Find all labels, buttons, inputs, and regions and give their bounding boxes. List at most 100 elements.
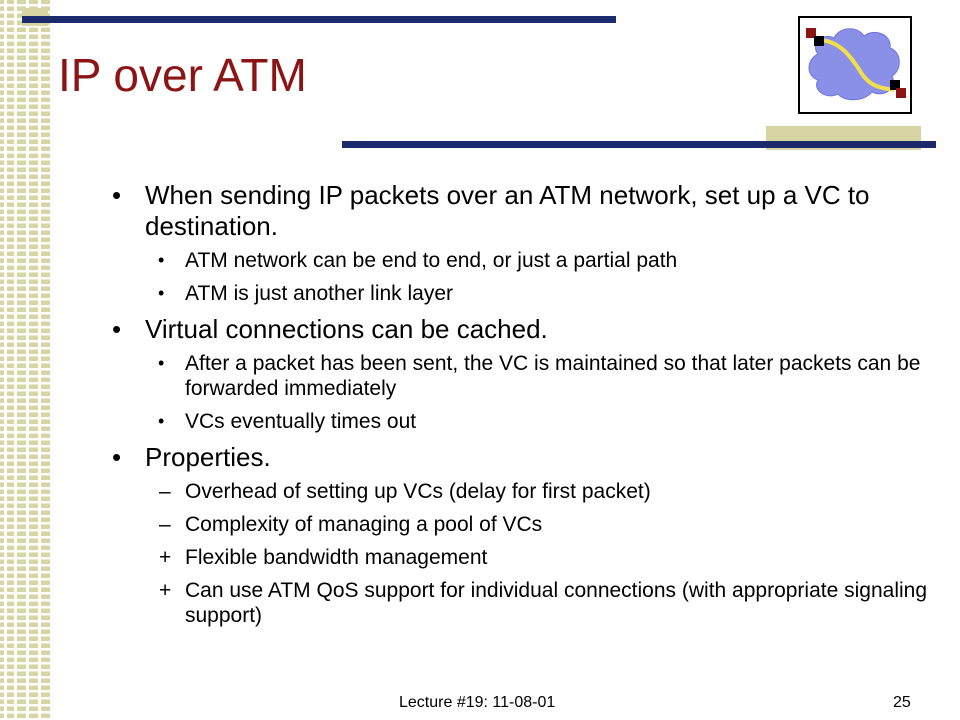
stripe-horizontal <box>0 228 50 231</box>
stripe-horizontal <box>0 599 50 602</box>
stripe-horizontal <box>0 571 50 574</box>
bullet-text: ATM is just another link layer <box>185 282 454 305</box>
bullet-item: •Virtual connections can be cached. <box>110 314 940 345</box>
stripe-horizontal <box>0 4 50 7</box>
network-cloud-icon <box>798 16 912 114</box>
stripe-horizontal <box>0 235 50 238</box>
node-source-red <box>806 28 816 38</box>
stripe-horizontal <box>0 487 50 490</box>
stripe-vertical <box>26 0 29 720</box>
stripe-horizontal <box>0 347 50 350</box>
stripe-horizontal <box>0 564 50 567</box>
stripe-horizontal <box>0 60 50 63</box>
bullet-marker: • <box>158 411 165 431</box>
bullet-list: •When sending IP packets over an ATM net… <box>110 180 940 636</box>
stripe-horizontal <box>0 697 50 700</box>
stripe-horizontal <box>0 683 50 686</box>
bullet-marker: • <box>112 314 122 344</box>
slide-title: IP over ATM <box>58 49 307 101</box>
stripe-horizontal <box>0 242 50 245</box>
stripe-horizontal <box>0 676 50 679</box>
stripe-horizontal <box>0 648 50 651</box>
sub-bullet-item: •VCs eventually times out <box>110 409 940 434</box>
stripe-horizontal <box>0 186 50 189</box>
stripe-horizontal <box>0 627 50 630</box>
stripe-horizontal <box>0 305 50 308</box>
sub-bullet-item: –Complexity of managing a pool of VCs <box>110 512 940 537</box>
stripe-vertical <box>38 0 41 720</box>
stripe-horizontal <box>0 277 50 280</box>
stripe-horizontal <box>0 312 50 315</box>
bullet-item: •When sending IP packets over an ATM net… <box>110 180 940 242</box>
bullet-text: ATM network can be end to end, or just a… <box>185 249 678 272</box>
sub-bullet-item: •ATM network can be end to end, or just … <box>110 248 940 273</box>
stripe-horizontal <box>0 102 50 105</box>
sub-bullet-item: + Flexible bandwidth management <box>110 545 940 570</box>
bullet-marker: • <box>158 353 165 373</box>
stripe-horizontal <box>0 466 50 469</box>
page-number: 25 <box>893 694 911 711</box>
stripe-horizontal <box>0 95 50 98</box>
stripe-horizontal <box>0 361 50 364</box>
stripe-horizontal <box>0 431 50 434</box>
stripe-horizontal <box>0 123 50 126</box>
stripe-horizontal <box>0 333 50 336</box>
stripe-horizontal <box>0 438 50 441</box>
bullet-marker: + <box>159 579 172 602</box>
bullet-text: Can use ATM QoS support for individual c… <box>185 579 928 627</box>
node-dest-red <box>896 88 906 98</box>
bullet-text: Overhead of setting up VCs (delay for fi… <box>185 480 651 503</box>
stripe-horizontal <box>0 130 50 133</box>
stripe-horizontal <box>0 508 50 511</box>
stripe-horizontal <box>0 284 50 287</box>
stripe-horizontal <box>0 718 50 720</box>
sub-bullet-item: –Overhead of setting up VCs (delay for f… <box>110 479 940 504</box>
stripe-horizontal <box>0 711 50 714</box>
right-accent-blue-bar <box>342 141 936 148</box>
stripe-horizontal <box>0 81 50 84</box>
stripe-horizontal <box>0 179 50 182</box>
stripe-horizontal <box>0 585 50 588</box>
stripe-horizontal <box>0 515 50 518</box>
stripe-horizontal <box>0 298 50 301</box>
stripe-horizontal <box>0 662 50 665</box>
bullet-marker: – <box>159 513 171 536</box>
stripe-horizontal <box>0 690 50 693</box>
stripe-horizontal <box>0 557 50 560</box>
stripe-horizontal <box>0 704 50 707</box>
stripe-horizontal <box>0 382 50 385</box>
stripe-horizontal <box>0 410 50 413</box>
stripe-horizontal <box>0 263 50 266</box>
stripe-horizontal <box>0 25 50 28</box>
bullet-marker: + <box>159 546 172 569</box>
sub-bullet-item: •After a packet has been sent, the VC is… <box>110 351 940 401</box>
stripe-horizontal <box>0 641 50 644</box>
stripe-horizontal <box>0 116 50 119</box>
stripe-horizontal <box>0 137 50 140</box>
stripe-horizontal <box>0 158 50 161</box>
stripe-vertical <box>14 0 17 720</box>
stripe-horizontal <box>0 403 50 406</box>
bullet-text: Properties. <box>145 442 271 472</box>
bullet-marker: – <box>159 480 171 503</box>
stripe-horizontal <box>0 536 50 539</box>
stripe-horizontal <box>0 620 50 623</box>
bullet-item: •Properties. <box>110 442 940 473</box>
stripe-horizontal <box>0 368 50 371</box>
stripe-vertical <box>4 0 7 720</box>
stripe-horizontal <box>0 529 50 532</box>
stripe-horizontal <box>0 291 50 294</box>
sub-bullet-item: + Can use ATM QoS support for individual … <box>110 578 940 628</box>
footer-label: Lecture #19: 11-08-01 <box>399 694 556 711</box>
stripe-horizontal <box>0 221 50 224</box>
stripe-horizontal <box>0 452 50 455</box>
sub-bullet-item: • ATM is just another link layer <box>110 281 940 306</box>
bullet-text: Flexible bandwidth management <box>185 546 488 569</box>
stripe-horizontal <box>0 249 50 252</box>
stripe-horizontal <box>0 193 50 196</box>
stripe-horizontal <box>0 606 50 609</box>
bullet-marker: • <box>158 283 165 303</box>
stripe-horizontal <box>0 550 50 553</box>
stripe-horizontal <box>0 200 50 203</box>
stripe-horizontal <box>0 424 50 427</box>
